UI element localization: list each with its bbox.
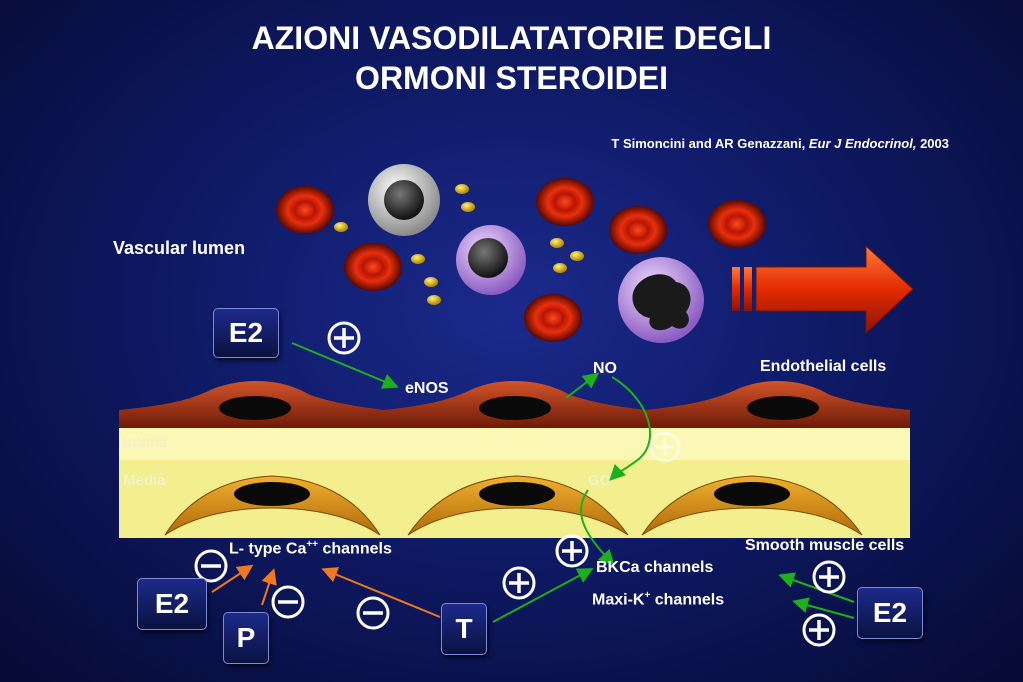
- plus-circle-icon: [502, 566, 536, 600]
- enos-label: eNOS: [405, 380, 449, 397]
- red-blood-cell: [536, 178, 594, 226]
- inhibition-arrows: [211, 564, 441, 618]
- red-blood-cell: [344, 243, 402, 291]
- maxik-text: Maxi-K: [592, 591, 645, 609]
- arrow-enos-to-no: [565, 372, 600, 399]
- red-blood-cell: [609, 206, 667, 254]
- citation-authors: T Simoncini and AR Genazzani,: [611, 136, 809, 151]
- no-label: NO: [593, 360, 617, 377]
- maxik-superscript: +: [644, 590, 651, 601]
- page-title: AZIONI VASODILATATORIE DEGLI ORMONI STER…: [0, 18, 1023, 98]
- maxik-channels-label: Maxi-K+ channels: [592, 590, 724, 609]
- plus-circle-icon: [802, 613, 836, 647]
- title-line-2: ORMONI STEROIDEI: [355, 60, 668, 96]
- minus-circle-icon: [271, 585, 305, 619]
- plus-circle-icon: [649, 431, 681, 463]
- platelets: [334, 184, 584, 305]
- arrow-e2-to-ltype: [211, 564, 254, 593]
- plus-circle-icon: [555, 534, 589, 568]
- intima-layer: [119, 426, 910, 462]
- arrow-no-to-gc: [609, 376, 652, 481]
- hormone-box-e2-top: E2: [213, 308, 279, 358]
- red-blood-cell: [708, 200, 766, 248]
- minus-circle-icon: [356, 596, 390, 630]
- l-type-end: channels: [318, 540, 392, 558]
- endothelial-cell-layer: [119, 380, 910, 428]
- arrow-p-to-ltype: [261, 568, 277, 606]
- maxik-end: channels: [650, 591, 725, 609]
- plus-circle-icon: [812, 560, 846, 594]
- media-label: Media: [123, 472, 166, 489]
- white-cell-lymphocyte: [368, 164, 440, 236]
- bkca-channels-label: BKCa channels: [596, 559, 714, 576]
- red-blood-cell: [524, 294, 582, 342]
- hormone-box-t: T: [441, 603, 487, 655]
- red-blood-cell: [276, 186, 334, 234]
- arrow-e2-to-enos: [291, 342, 399, 389]
- arrow-gc-to-bkca: [580, 489, 615, 566]
- white-cell-neutrophil: [618, 257, 704, 343]
- citation: T Simoncini and AR Genazzani, Eur J Endo…: [611, 136, 949, 151]
- minus-circle-icon: [194, 549, 228, 583]
- arrow-e2-to-maxik: [792, 597, 855, 619]
- smooth-muscle-cells-label: Smooth muscle cells: [745, 537, 905, 554]
- smooth-muscle-cell-layer: [164, 475, 863, 536]
- l-type-superscript: ++: [306, 539, 319, 550]
- gc-label: GC: [588, 472, 611, 489]
- citation-year: 2003: [916, 136, 949, 151]
- hormone-box-e2-right: E2: [857, 587, 923, 639]
- white-cell-monocyte: [456, 225, 526, 295]
- intima-label: Intima: [123, 434, 168, 451]
- hormone-box-e2-left: E2: [137, 578, 207, 630]
- plus-circle-icon: [327, 321, 361, 355]
- red-blood-cells: [276, 178, 766, 342]
- vascular-lumen-label: Vascular lumen: [113, 238, 246, 258]
- citation-journal: Eur J Endocrinol,: [808, 136, 917, 151]
- hormone-box-p: P: [223, 612, 269, 664]
- l-type-channels-label: L- type Ca++ channels: [229, 539, 392, 558]
- arrow-t-to-bkca: [492, 568, 594, 623]
- title-line-1: AZIONI VASODILATATORIE DEGLI: [251, 20, 772, 56]
- blood-flow-arrow: [732, 244, 914, 335]
- arrow-t-to-ltype: [321, 567, 441, 618]
- l-type-text: L- type Ca: [229, 540, 307, 558]
- endothelial-cells-label: Endothelial cells: [760, 358, 887, 375]
